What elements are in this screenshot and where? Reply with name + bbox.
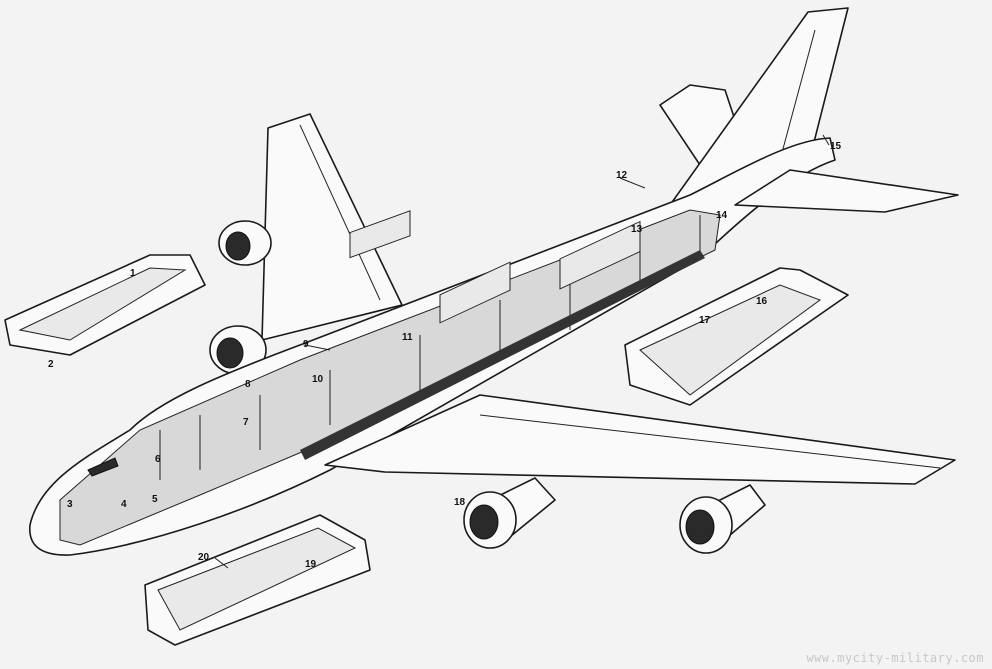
callout-12: 12	[616, 170, 628, 181]
callout-3: 3	[67, 499, 73, 510]
right-horizontal-stabilizer	[734, 169, 959, 213]
cabin-cutaway	[59, 209, 721, 546]
callout-19: 19	[305, 559, 317, 570]
callout-8: 8	[245, 379, 251, 390]
left-horizontal-stabilizer	[659, 84, 736, 166]
left-wing	[261, 113, 403, 341]
callout-17: 17	[699, 315, 711, 326]
callout-15: 15	[830, 141, 842, 152]
callout-10: 10	[312, 374, 324, 385]
right-wing	[324, 394, 956, 485]
callout-13: 13	[631, 224, 643, 235]
callout-18: 18	[454, 497, 466, 508]
callout-4: 4	[121, 499, 127, 510]
callout-16: 16	[756, 296, 768, 307]
callout-5: 5	[152, 494, 158, 505]
callout-1: 1	[130, 268, 136, 279]
callout-6: 6	[155, 454, 161, 465]
watermark: www.mycity-military.com	[806, 651, 984, 665]
callout-20: 20	[198, 552, 210, 563]
callout-2: 2	[48, 359, 54, 370]
callout-11: 11	[402, 332, 413, 343]
callout-9: 9	[303, 339, 309, 350]
callout-7: 7	[243, 417, 249, 428]
callout-14: 14	[716, 210, 728, 221]
